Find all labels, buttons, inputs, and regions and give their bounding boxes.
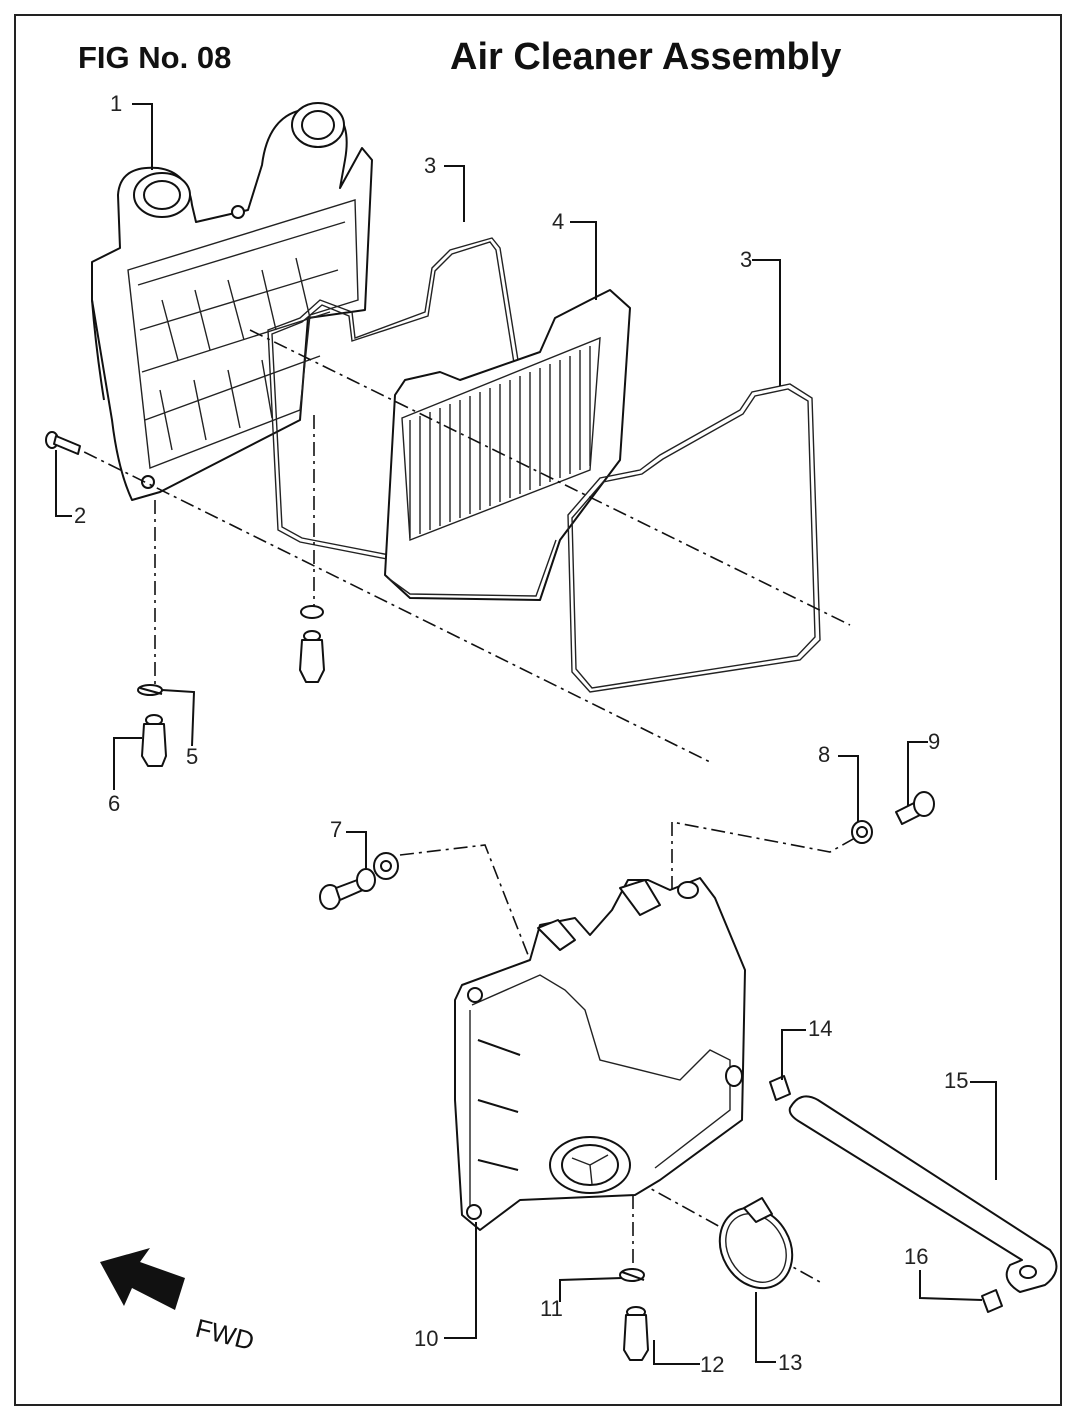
leader-lines — [55, 103, 997, 1365]
callout-15: 15 — [944, 1068, 968, 1093]
callout-1: 1 — [110, 91, 122, 116]
callout-16: 16 — [904, 1244, 928, 1269]
callout-2: 2 — [74, 503, 86, 528]
part-3-gasket-near — [267, 237, 551, 586]
callout-14: 14 — [808, 1016, 832, 1041]
part-13-hose-clamp — [718, 1197, 794, 1290]
part-4-filter-element — [384, 289, 631, 601]
part-3-gasket-far — [567, 383, 821, 693]
part-6-drain-plug — [141, 714, 167, 767]
callout-12: 12 — [700, 1352, 724, 1377]
part-11-clip — [619, 1268, 645, 1282]
callout-13: 13 — [778, 1350, 802, 1375]
forward-label: FWD — [193, 1313, 258, 1356]
part-9-bolt — [895, 791, 935, 825]
part-7-screw-washers — [319, 852, 399, 910]
callout-labels: 1 2 3 3 4 5 6 7 8 9 10 11 12 13 14 15 16 — [74, 91, 968, 1377]
callout-6: 6 — [108, 791, 120, 816]
part-8-collar — [851, 820, 873, 844]
part-14-clip — [769, 1075, 791, 1101]
callout-3-far: 3 — [740, 247, 752, 272]
part-1-upper-case — [91, 102, 373, 501]
part-10-lower-case — [454, 877, 746, 1231]
figure-title: Air Cleaner Assembly — [450, 36, 842, 78]
callout-5: 5 — [186, 744, 198, 769]
part-2-screw — [45, 431, 81, 455]
callout-3-near: 3 — [424, 153, 436, 178]
callout-7: 7 — [330, 817, 342, 842]
part-5-clip — [137, 684, 163, 696]
part-16-clip — [981, 1289, 1003, 1313]
exploded-view-lines — [59, 329, 856, 1283]
figure-number: FIG No. 08 — [78, 40, 232, 75]
part-drain-plug-middle — [299, 605, 325, 683]
part-12-drain-plug — [623, 1306, 649, 1361]
callout-11: 11 — [540, 1296, 563, 1321]
part-15-tube — [788, 1095, 1058, 1293]
callout-8: 8 — [818, 742, 830, 767]
forward-arrow-icon — [100, 1248, 185, 1310]
callout-4: 4 — [552, 209, 564, 234]
drawing-frame — [14, 14, 1062, 1406]
callout-10: 10 — [414, 1326, 438, 1351]
callout-9: 9 — [928, 729, 940, 754]
